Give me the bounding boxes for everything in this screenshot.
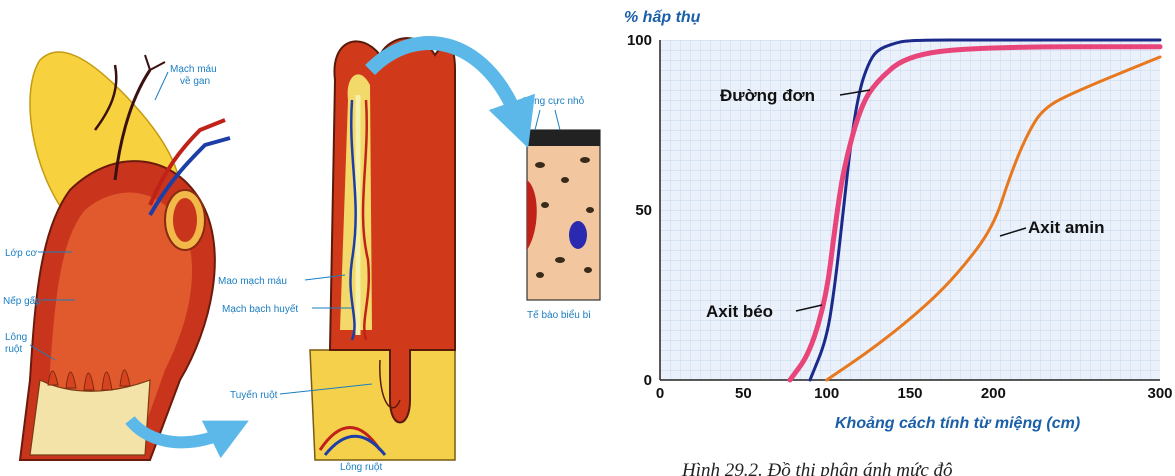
- y-ticks: 0 50 100: [627, 32, 652, 389]
- y-axis-title: % hấp thụ: [624, 9, 701, 26]
- series-label-axit-amin: Axit amin: [1028, 218, 1105, 237]
- series-label-axit-beo: Axit béo: [706, 302, 773, 321]
- villus-illustration: [310, 38, 455, 460]
- label-lop-co: Lớp cơ: [5, 248, 37, 259]
- label-mach-mau-ve-gan-1: Mạch máu: [170, 64, 217, 75]
- intestine-illustration: [20, 52, 230, 460]
- label-long-cuc-nho: Lông cực nhỏ: [523, 95, 585, 107]
- x-tick-label: 100: [814, 385, 839, 402]
- y-tick-label: 100: [627, 32, 652, 49]
- label-nep-gap: Nếp gấp: [3, 295, 41, 307]
- x-tick-label: 50: [735, 385, 752, 402]
- series-label-duong-don: Đường đơn: [720, 86, 815, 105]
- label-mach-mau-ve-gan-2: về gan: [180, 75, 210, 87]
- label-long-ruot-left-1: Lông: [5, 332, 27, 343]
- epithelium-closeup: [527, 110, 600, 300]
- x-ticks: 0 50 100 150 200 300: [656, 385, 1173, 402]
- y-tick-label: 0: [644, 372, 652, 389]
- label-mao-mach-mau: Mao mạch máu: [218, 276, 287, 287]
- label-long-ruot-left-2: ruột: [5, 344, 22, 355]
- x-tick-label: 200: [981, 385, 1006, 402]
- x-tick-label: 0: [656, 385, 664, 402]
- label-long-ruot-bottom: Lông ruột: [340, 462, 382, 473]
- label-mach-bach-huyet: Mạch bạch huyết: [222, 303, 298, 315]
- label-tuyen-ruot: Tuyến ruột: [230, 389, 278, 401]
- figure-caption: Hình 29.2. Đồ thị phân ánh mức độ: [681, 460, 953, 476]
- y-tick-label: 50: [635, 202, 652, 219]
- x-tick-label: 300: [1147, 385, 1172, 402]
- absorption-chart: 0 50 100 0 50 100 150 200 300 % hấp thụ Khoảng …: [624, 9, 1173, 432]
- x-axis-title: Khoảng cách tính từ miệng (cm): [835, 415, 1080, 432]
- label-te-bao-bieu-bi: Tế bào biểu bì: [527, 309, 591, 321]
- x-tick-label: 150: [897, 385, 922, 402]
